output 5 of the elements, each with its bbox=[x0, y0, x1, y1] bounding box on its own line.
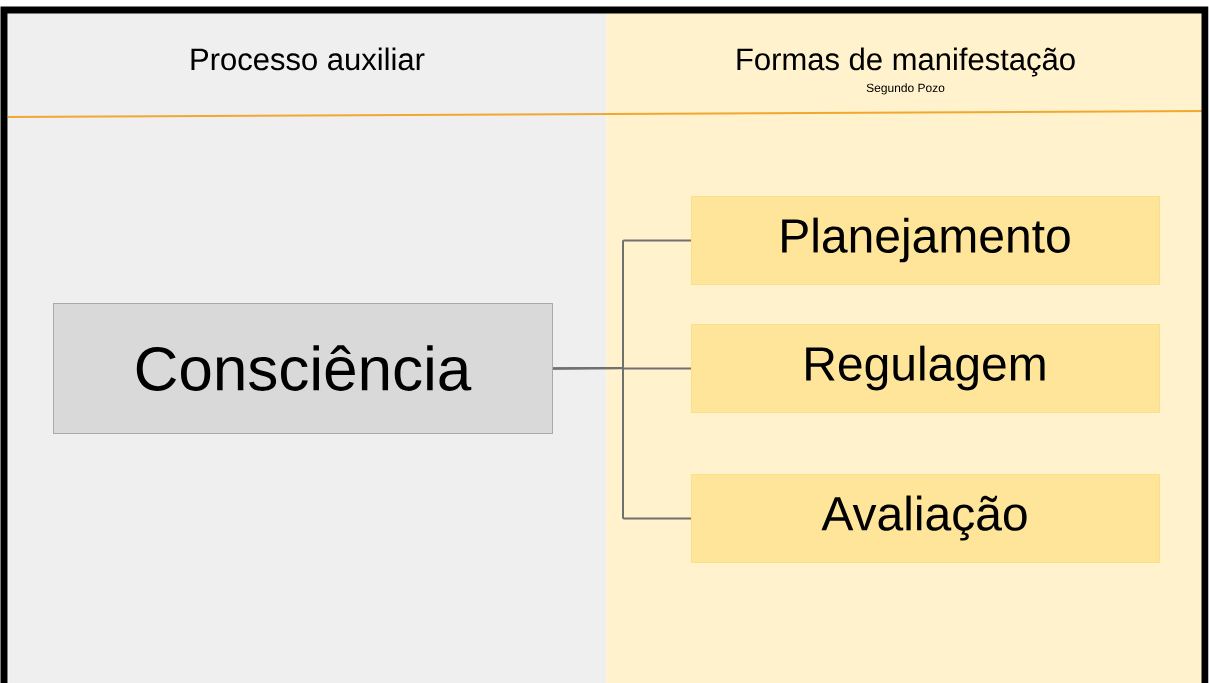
label-box: Avaliação bbox=[691, 474, 1160, 563]
label-box: Regulagem bbox=[691, 324, 1160, 413]
label-box: Planejamento bbox=[691, 196, 1160, 285]
label-box: Consciência bbox=[53, 303, 553, 434]
connector-line bbox=[552, 367, 692, 520]
